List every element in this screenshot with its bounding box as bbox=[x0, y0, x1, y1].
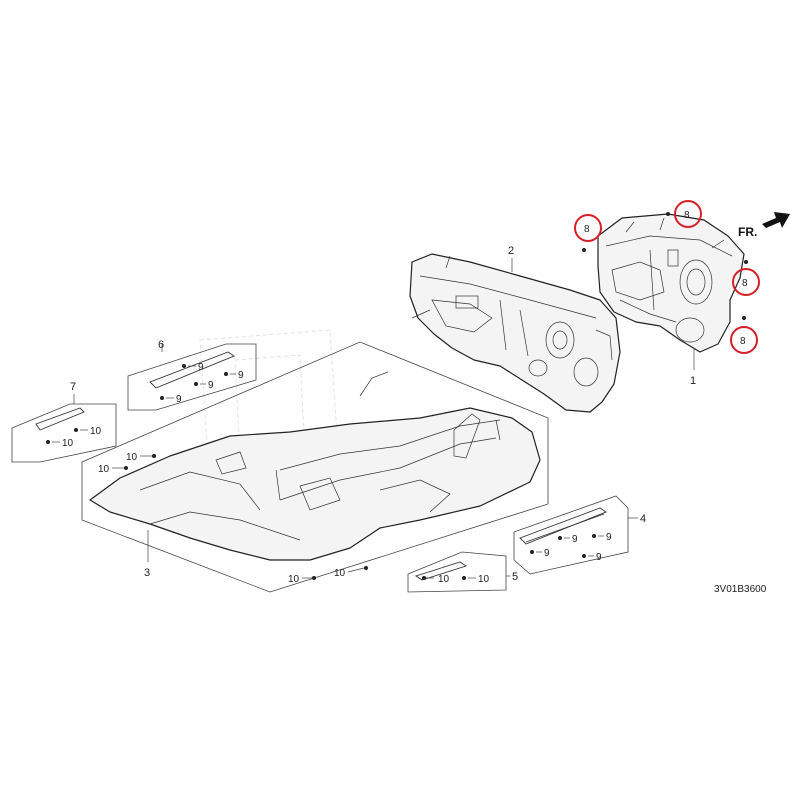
clip-dot bbox=[744, 260, 748, 264]
bolt-10-callout: 10 bbox=[126, 452, 156, 463]
svg-text:9: 9 bbox=[596, 552, 602, 563]
part-7-frame bbox=[11, 403, 117, 463]
svg-text:10: 10 bbox=[126, 452, 138, 463]
part-number-3: 3 bbox=[144, 567, 150, 579]
clip-label: 8 bbox=[742, 278, 748, 289]
bolt-10-callout: 10 bbox=[288, 574, 316, 585]
clip-callout: 8 bbox=[730, 316, 758, 354]
part-2-dashboard-insulator bbox=[409, 253, 621, 413]
part-number-7: 7 bbox=[70, 381, 76, 393]
clip-label: 8 bbox=[740, 336, 746, 347]
part-number-5: 5 bbox=[512, 571, 518, 583]
part-7-trim bbox=[35, 407, 85, 431]
part-5-trim bbox=[414, 561, 468, 581]
front-arrow-icon bbox=[762, 212, 790, 228]
clip-highlight-circle bbox=[574, 214, 602, 242]
part-number-2: 2 bbox=[508, 245, 514, 257]
clip-callout: 8 bbox=[732, 260, 760, 296]
bolt-9-callout: 9 bbox=[160, 394, 182, 405]
bolt-10-callout: 10 bbox=[98, 464, 128, 475]
part-4-frame bbox=[513, 495, 629, 575]
bolt-9-callout: 9 bbox=[224, 370, 244, 381]
svg-text:10: 10 bbox=[90, 426, 102, 437]
svg-text:10: 10 bbox=[98, 464, 110, 475]
svg-text:9: 9 bbox=[544, 548, 550, 559]
svg-text:9: 9 bbox=[606, 532, 612, 543]
drawing-code: 3V01B3600 bbox=[714, 584, 767, 595]
part-6-trim bbox=[149, 351, 235, 389]
part-number-1: 1 bbox=[690, 375, 696, 387]
bolt-10-callout: 10 bbox=[334, 566, 368, 579]
svg-text:9: 9 bbox=[208, 380, 214, 391]
clip-highlight-circle bbox=[732, 268, 760, 296]
bolt-9-callout: 9 bbox=[592, 532, 612, 543]
bolt-9-callout: 9 bbox=[182, 362, 204, 373]
bolt-9-callout: 9 bbox=[558, 534, 578, 545]
svg-text:9: 9 bbox=[176, 394, 182, 405]
clip-highlight-circle bbox=[674, 200, 702, 228]
svg-text:10: 10 bbox=[288, 574, 300, 585]
part-4-sill-trim bbox=[519, 507, 607, 545]
clip-label: 8 bbox=[684, 210, 690, 221]
clip-dot bbox=[582, 248, 586, 252]
clip-callout: 8 bbox=[574, 214, 602, 252]
clip-dot bbox=[666, 212, 670, 216]
bolt-9-callout: 9 bbox=[530, 548, 550, 559]
svg-text:10: 10 bbox=[334, 568, 346, 579]
bolt-10-callout: 10 bbox=[462, 574, 490, 585]
part-1-dashboard-insulator-outer bbox=[597, 213, 745, 353]
clip-label: 8 bbox=[584, 224, 590, 235]
svg-text:9: 9 bbox=[198, 362, 204, 373]
front-direction-marker: FR. bbox=[738, 212, 790, 239]
part-number-4: 4 bbox=[640, 513, 646, 525]
bolt-10-callout: 10 bbox=[74, 426, 102, 437]
svg-text:9: 9 bbox=[238, 370, 244, 381]
part-6-frame bbox=[127, 343, 257, 411]
clip-callout: 8 bbox=[666, 200, 702, 228]
svg-text:10: 10 bbox=[62, 438, 74, 449]
part-5-frame bbox=[407, 551, 507, 593]
svg-text:9: 9 bbox=[572, 534, 578, 545]
clip-dot bbox=[742, 316, 746, 320]
bolt-9-callout: 9 bbox=[582, 552, 602, 563]
bolt-10-callout: 10 bbox=[46, 438, 74, 449]
front-direction-label: FR. bbox=[738, 225, 757, 239]
bolt-9-callout: 9 bbox=[194, 380, 214, 391]
svg-text:10: 10 bbox=[478, 574, 490, 585]
part-3-floor-carpet bbox=[89, 371, 541, 561]
bolt-10-callout: 10 bbox=[422, 574, 450, 585]
svg-text:10: 10 bbox=[438, 574, 450, 585]
part-3-frame bbox=[81, 341, 549, 593]
part-number-6: 6 bbox=[158, 339, 164, 351]
clip-highlight-circle bbox=[730, 326, 758, 354]
